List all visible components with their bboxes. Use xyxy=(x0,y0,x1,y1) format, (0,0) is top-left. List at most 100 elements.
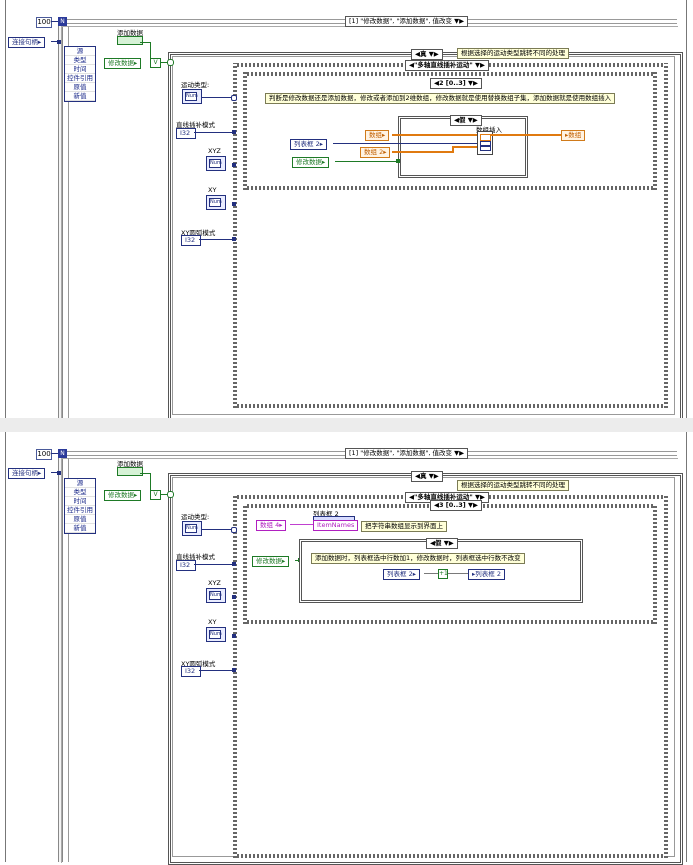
bool-wire-h xyxy=(140,42,150,43)
xy-circle-label: XY圆弧模式 xyxy=(181,660,216,668)
array2-local[interactable]: 数组 2▸ xyxy=(360,147,391,158)
add-data-boolean[interactable] xyxy=(117,36,143,45)
motion-case-bottom-stripe xyxy=(233,854,668,858)
event-data-item: 新值 xyxy=(65,524,95,533)
event-data-node: 源 类型 时间 控件引用 原值 新值 xyxy=(64,46,96,102)
compare-node: V xyxy=(150,490,161,500)
motion-case-selector[interactable]: ◀"多轴直线插补运动" ▼▶ xyxy=(405,60,490,71)
selector-dropdown-icon[interactable]: ▼▶ xyxy=(454,449,465,457)
inner-case-left-stripe xyxy=(243,72,247,190)
linear-mode-terminal[interactable]: I32 xyxy=(176,560,196,571)
xy-tunnel xyxy=(232,634,236,638)
block-diagram-panel-2: 100 N [1] "修改数据", "添加数据", 值改变 ▼▶ 连接句柄▸ 源… xyxy=(0,432,693,865)
false-case-selector[interactable]: ◀假 ▼▶ xyxy=(450,115,482,126)
xy-num: Num xyxy=(209,198,222,207)
item-names-property[interactable]: ItemNames xyxy=(313,520,359,531)
array-in-wire xyxy=(392,134,477,136)
xy-terminal[interactable]: Num xyxy=(206,627,226,642)
xyz-terminal[interactable]: Num xyxy=(206,156,226,171)
window-border-right xyxy=(686,0,687,418)
motion-type-num: Num xyxy=(185,524,198,533)
bool-wire-h xyxy=(140,473,150,474)
inner-case-right-stripe xyxy=(653,72,657,190)
loop-count-wire xyxy=(51,21,58,22)
bool-wire-out xyxy=(160,494,170,495)
inner-case-left-stripe xyxy=(243,504,247,624)
motion-type-label: 运动类型: xyxy=(181,513,210,521)
xy-terminal[interactable]: Num xyxy=(206,195,226,210)
compare-node: V xyxy=(150,58,161,68)
case-true-selector[interactable]: ◀真 ▼▶ xyxy=(411,49,443,60)
motion-type-label: 运动类型: xyxy=(181,81,210,89)
motion-type-num: Num xyxy=(185,92,198,101)
list2-text: 列表框 2 xyxy=(294,140,320,148)
xyz-terminal[interactable]: Num xyxy=(206,588,226,603)
linear-mode-terminal[interactable]: I32 xyxy=(176,128,196,139)
xy-label: XY xyxy=(208,618,217,626)
event-data-item: 新值 xyxy=(65,92,95,101)
array-in-local[interactable]: 数组▸ xyxy=(365,130,390,141)
loop-count-constant[interactable]: 100 xyxy=(36,449,52,460)
note-judge: 判断是修改数据还是添加数据，修改或者添加到2维数组，修改数据就是使用替换数组子集… xyxy=(265,93,616,104)
modify-data-text: 修改数据 xyxy=(108,491,134,499)
event-data-item: 原值 xyxy=(65,83,95,92)
inner-case-bottom-stripe xyxy=(243,186,657,190)
connect-handle-text: 连接句柄 xyxy=(12,469,38,477)
array-insert-port-2 xyxy=(480,141,491,146)
motion-case-text: "多轴直线插补运动" xyxy=(414,61,473,69)
connect-handle-terminal[interactable]: 连接句柄▸ xyxy=(8,37,46,48)
case-structure-true xyxy=(168,473,683,865)
list2-out-wire xyxy=(448,573,468,574)
case-true-selector[interactable]: ◀真 ▼▶ xyxy=(411,471,443,482)
event-case-selector-text: [1] "修改数据", "添加数据", 值改变 xyxy=(349,449,452,457)
array4-local[interactable]: 数组 4▸ xyxy=(256,520,287,531)
linear-mode-tunnel xyxy=(232,130,236,134)
list2-local[interactable]: 列表框 2▸ xyxy=(290,139,327,150)
event-data-item: 原值 xyxy=(65,515,95,524)
block-diagram-panel-1: 100 N [1] "修改数据", "添加数据", 值改变 ▼▶ 连接句柄▸ 源… xyxy=(0,0,693,423)
connect-handle-terminal[interactable]: 连接句柄▸ xyxy=(8,468,46,479)
event-case-selector-text: [1] "修改数据", "添加数据", 值改变 xyxy=(349,17,452,25)
list2-in-local[interactable]: 列表框 2▸ xyxy=(383,569,420,580)
linear-mode-wire xyxy=(194,132,234,133)
while-loop-left-edge xyxy=(58,26,63,418)
array-insert-label: 数组插入 xyxy=(476,126,502,134)
xy-circle-terminal[interactable]: I32 xyxy=(181,235,201,246)
motion-type-terminal[interactable]: Num xyxy=(182,521,202,536)
increment-node: +1 xyxy=(438,569,448,579)
note-jump: 根据选择的运动类型跳转不同的处理 xyxy=(457,480,569,491)
motion-case-left-stripe xyxy=(233,63,237,408)
modify-data-ctrl-2[interactable]: 修改数据▸ xyxy=(252,556,290,567)
list2-in-wire xyxy=(424,573,438,574)
array-in-text: 数组 xyxy=(369,131,382,139)
xy-circle-terminal[interactable]: I32 xyxy=(181,666,201,677)
window-border-left xyxy=(5,0,6,418)
selector-dropdown-icon[interactable]: ▼▶ xyxy=(454,17,465,25)
event-case-selector[interactable]: [1] "修改数据", "添加数据", 值改变 ▼▶ xyxy=(345,448,469,459)
xyz-label: XYZ xyxy=(208,147,221,155)
inner-case-selector[interactable]: ◀3 [0..3] ▼▶ xyxy=(430,500,482,511)
while-loop-left-edge xyxy=(58,458,63,862)
modify-data-local[interactable]: 修改数据▸ xyxy=(104,58,142,69)
false-case-selector[interactable]: ◀假 ▼▶ xyxy=(426,538,458,549)
modify-data-tunnel xyxy=(396,159,400,163)
false-case-text: 假 xyxy=(435,539,442,547)
motion-type-terminal[interactable]: Num xyxy=(182,89,202,104)
event-data-item: 源 xyxy=(65,47,95,56)
handle-tunnel xyxy=(57,471,61,475)
loop-count-constant[interactable]: 100 xyxy=(36,17,52,28)
xyz-tunnel xyxy=(232,595,236,599)
modify-data-ctrl-1[interactable]: 修改数据▸ xyxy=(292,157,330,168)
xyz-num: Num xyxy=(209,159,222,168)
linear-mode-label: 直线插补模式 xyxy=(176,121,215,129)
event-data-item: 控件引用 xyxy=(65,506,95,515)
event-data-item: 类型 xyxy=(65,488,95,497)
event-case-selector[interactable]: [1] "修改数据", "添加数据", 值改变 ▼▶ xyxy=(345,16,469,27)
modify-data-local[interactable]: 修改数据▸ xyxy=(104,490,142,501)
inner-case-top-stripe xyxy=(243,72,657,76)
add-data-boolean[interactable] xyxy=(117,467,143,476)
loop-count-icon: N xyxy=(58,449,67,458)
event-structure-left-bar xyxy=(64,26,69,418)
array-out-wire xyxy=(491,134,561,136)
inner-case-selector[interactable]: ◀2 [0..3] ▼▶ xyxy=(430,78,482,89)
